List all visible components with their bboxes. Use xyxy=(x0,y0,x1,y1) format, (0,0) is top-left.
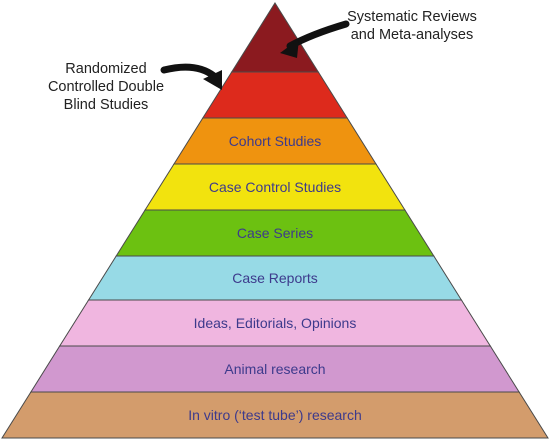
callout-systematic-reviews-line1: Systematic Reviews xyxy=(347,9,477,25)
arrow-to-second-tier xyxy=(160,63,218,80)
pyramid-tier-3-label: Cohort Studies xyxy=(229,133,322,149)
pyramid-tier-7-label: Ideas, Editorials, Opinions xyxy=(194,315,357,331)
callout-randomized-line2: Controlled Double xyxy=(48,79,164,95)
callout-randomized-controlled: Randomized Controlled Double Blind Studi… xyxy=(48,61,222,113)
pyramid-tier-4-label: Case Control Studies xyxy=(209,179,341,195)
callout-randomized-line3: Blind Studies xyxy=(64,97,149,113)
pyramid-tier-9 xyxy=(1,391,549,439)
pyramid-tier-2 xyxy=(201,71,349,119)
arrow-head-top xyxy=(280,39,299,58)
arrow-head-second xyxy=(203,70,222,90)
pyramid-tier-8-label: Animal research xyxy=(224,361,325,377)
callout-randomized-line1: Randomized xyxy=(65,61,146,77)
callout-systematic-reviews-line2: and Meta-analyses xyxy=(351,27,474,43)
pyramid-tier-6-label: Case Reports xyxy=(232,270,318,286)
callout-systematic-reviews: Systematic Reviews and Meta-analyses xyxy=(280,9,477,58)
pyramid-tier-5-label: Case Series xyxy=(237,225,313,241)
pyramid-tier-9-label: In vitro (‘test tube’) research xyxy=(188,407,362,423)
